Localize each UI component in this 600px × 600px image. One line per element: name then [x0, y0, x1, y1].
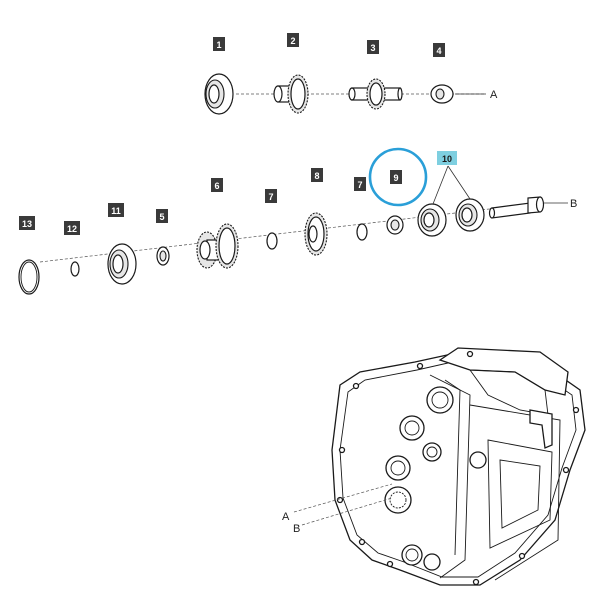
svg-text:4: 4 — [436, 46, 441, 56]
part-13-snap-ring[interactable] — [18, 259, 40, 295]
highlight-ring — [368, 147, 428, 207]
part-8-gear[interactable] — [304, 212, 328, 256]
svg-text:3: 3 — [370, 43, 375, 53]
callout-8[interactable]: 8 — [311, 168, 323, 182]
housing-b-leader — [301, 497, 393, 526]
housing-a-leader — [293, 483, 393, 513]
callout-6[interactable]: 6 — [211, 178, 223, 192]
callout-4[interactable]: 4 — [433, 43, 445, 57]
part-7-clip-left[interactable] — [266, 232, 278, 250]
part-10-bearing-pair[interactable] — [417, 198, 485, 237]
callout-13[interactable]: 13 — [19, 216, 35, 230]
callout-12[interactable]: 12 — [64, 221, 80, 235]
svg-text:9: 9 — [393, 173, 398, 183]
callout-9[interactable]: 9 — [390, 170, 402, 184]
svg-text:10: 10 — [442, 154, 452, 164]
part-12-clip[interactable] — [70, 261, 80, 277]
svg-text:7: 7 — [357, 180, 362, 190]
svg-text:12: 12 — [67, 224, 77, 234]
part-7-clip-right[interactable] — [356, 223, 368, 241]
callout-11[interactable]: 11 — [108, 203, 124, 217]
callout-3[interactable]: 3 — [367, 40, 379, 54]
part-2-gear[interactable] — [273, 74, 309, 114]
svg-text:6: 6 — [214, 181, 219, 191]
axis-label-a-housing: A — [282, 511, 290, 523]
part-11-bearing[interactable] — [107, 243, 137, 285]
svg-text:2: 2 — [290, 36, 295, 46]
part-6-double-gear[interactable] — [196, 223, 239, 269]
axis-label-b-housing: B — [293, 523, 300, 535]
callout-7-right[interactable]: 7 — [354, 177, 366, 191]
svg-text:5: 5 — [159, 212, 164, 222]
part-5-washer[interactable] — [156, 246, 170, 266]
svg-text:8: 8 — [314, 171, 319, 181]
svg-text:13: 13 — [22, 219, 32, 229]
callout-10-leader-right — [447, 165, 471, 200]
output-shaft-b[interactable] — [488, 196, 545, 219]
callout-10-leader-left — [432, 165, 449, 205]
callout-2[interactable]: 2 — [287, 33, 299, 47]
part-4-washer[interactable] — [430, 84, 454, 104]
callout-5[interactable]: 5 — [156, 209, 168, 223]
part-9-washer[interactable] — [386, 215, 404, 235]
svg-text:1: 1 — [216, 40, 221, 50]
callout-7-left[interactable]: 7 — [265, 189, 277, 203]
top-row-assembly: A — [204, 73, 498, 115]
axis-label-b-bottom: B — [570, 198, 577, 210]
axis-label-a-top: A — [490, 89, 498, 101]
part-3-pinion-shaft[interactable] — [348, 78, 403, 110]
shaft-b-axis-line — [39, 202, 541, 263]
bottom-row-assembly: B — [18, 196, 577, 295]
part-1-bearing[interactable] — [204, 73, 234, 115]
transmission-housing[interactable] — [331, 347, 586, 586]
callout-labels: 1 2 3 4 5 6 7 7 8 9 10 11 12 13 — [19, 33, 457, 235]
svg-text:11: 11 — [111, 206, 121, 216]
callout-10[interactable]: 10 — [437, 151, 457, 165]
svg-text:7: 7 — [268, 192, 273, 202]
callout-1[interactable]: 1 — [213, 37, 225, 51]
